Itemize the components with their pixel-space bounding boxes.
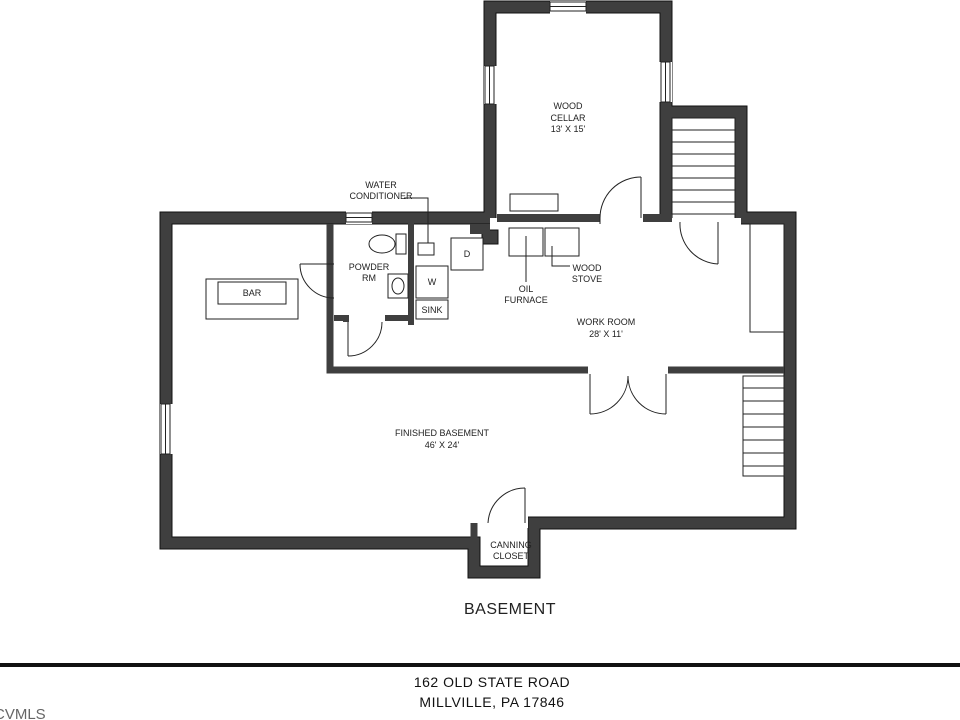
canning-closet-line1: CANNING (490, 540, 532, 550)
washer (415, 265, 449, 299)
wood-cellar-line1: WOOD (554, 101, 583, 111)
water-conditioner-line2: CONDITIONER (350, 191, 414, 201)
footer-rule (0, 663, 960, 667)
wood-cellar-line2: CELLAR (550, 113, 586, 123)
watermark: CVMLS (0, 706, 46, 720)
washer-label: W (428, 277, 437, 287)
address-line1: 162 OLD STATE ROAD (414, 674, 570, 690)
dryer-label: D (464, 249, 471, 259)
canning-closet-line2: CLOSET (493, 551, 530, 561)
labels: WOOD CELLAR 13' X 15' WATER CONDITIONER … (349, 101, 636, 561)
interior-walls (326, 214, 784, 543)
powder-rm-line1: POWDER (349, 262, 390, 272)
work-room-name: WORK ROOM (577, 317, 636, 327)
water-conditioner-line1: WATER (365, 180, 397, 190)
sink-label: SINK (421, 305, 442, 315)
oil-furnace-line2: FURNACE (504, 295, 548, 305)
address-line2: MILLVILLE, PA 17846 (419, 694, 564, 710)
bar-label: BAR (243, 288, 262, 298)
dryer (450, 237, 484, 271)
wood-cellar-dims: 13' X 15' (551, 124, 586, 134)
wood-stove (544, 227, 580, 267)
utility-sink (415, 299, 449, 320)
powder-sink (387, 273, 409, 299)
water-conditioner (404, 197, 435, 256)
oil-furnace (508, 227, 544, 282)
stairs-lower (742, 375, 785, 477)
finished-basement-name: FINISHED BASEMENT (395, 428, 490, 438)
floor-title: BASEMENT (464, 601, 556, 618)
windows (160, 1, 671, 455)
cellar-bin (509, 193, 559, 212)
bar-counter: BAR (205, 278, 299, 320)
powder-rm-line2: RM (362, 273, 376, 283)
finished-basement-dims: 46' X 24' (425, 440, 460, 450)
wood-stove-line2: STOVE (572, 274, 602, 284)
doors (299, 176, 719, 524)
toilet (368, 233, 407, 255)
right-alcove (749, 223, 785, 333)
stairs-upper (671, 117, 736, 215)
oil-furnace-line1: OIL (519, 284, 534, 294)
wood-stove-line1: WOOD (573, 263, 602, 273)
work-room-dims: 28' X 11' (589, 329, 623, 339)
exterior-walls (159, 0, 797, 579)
